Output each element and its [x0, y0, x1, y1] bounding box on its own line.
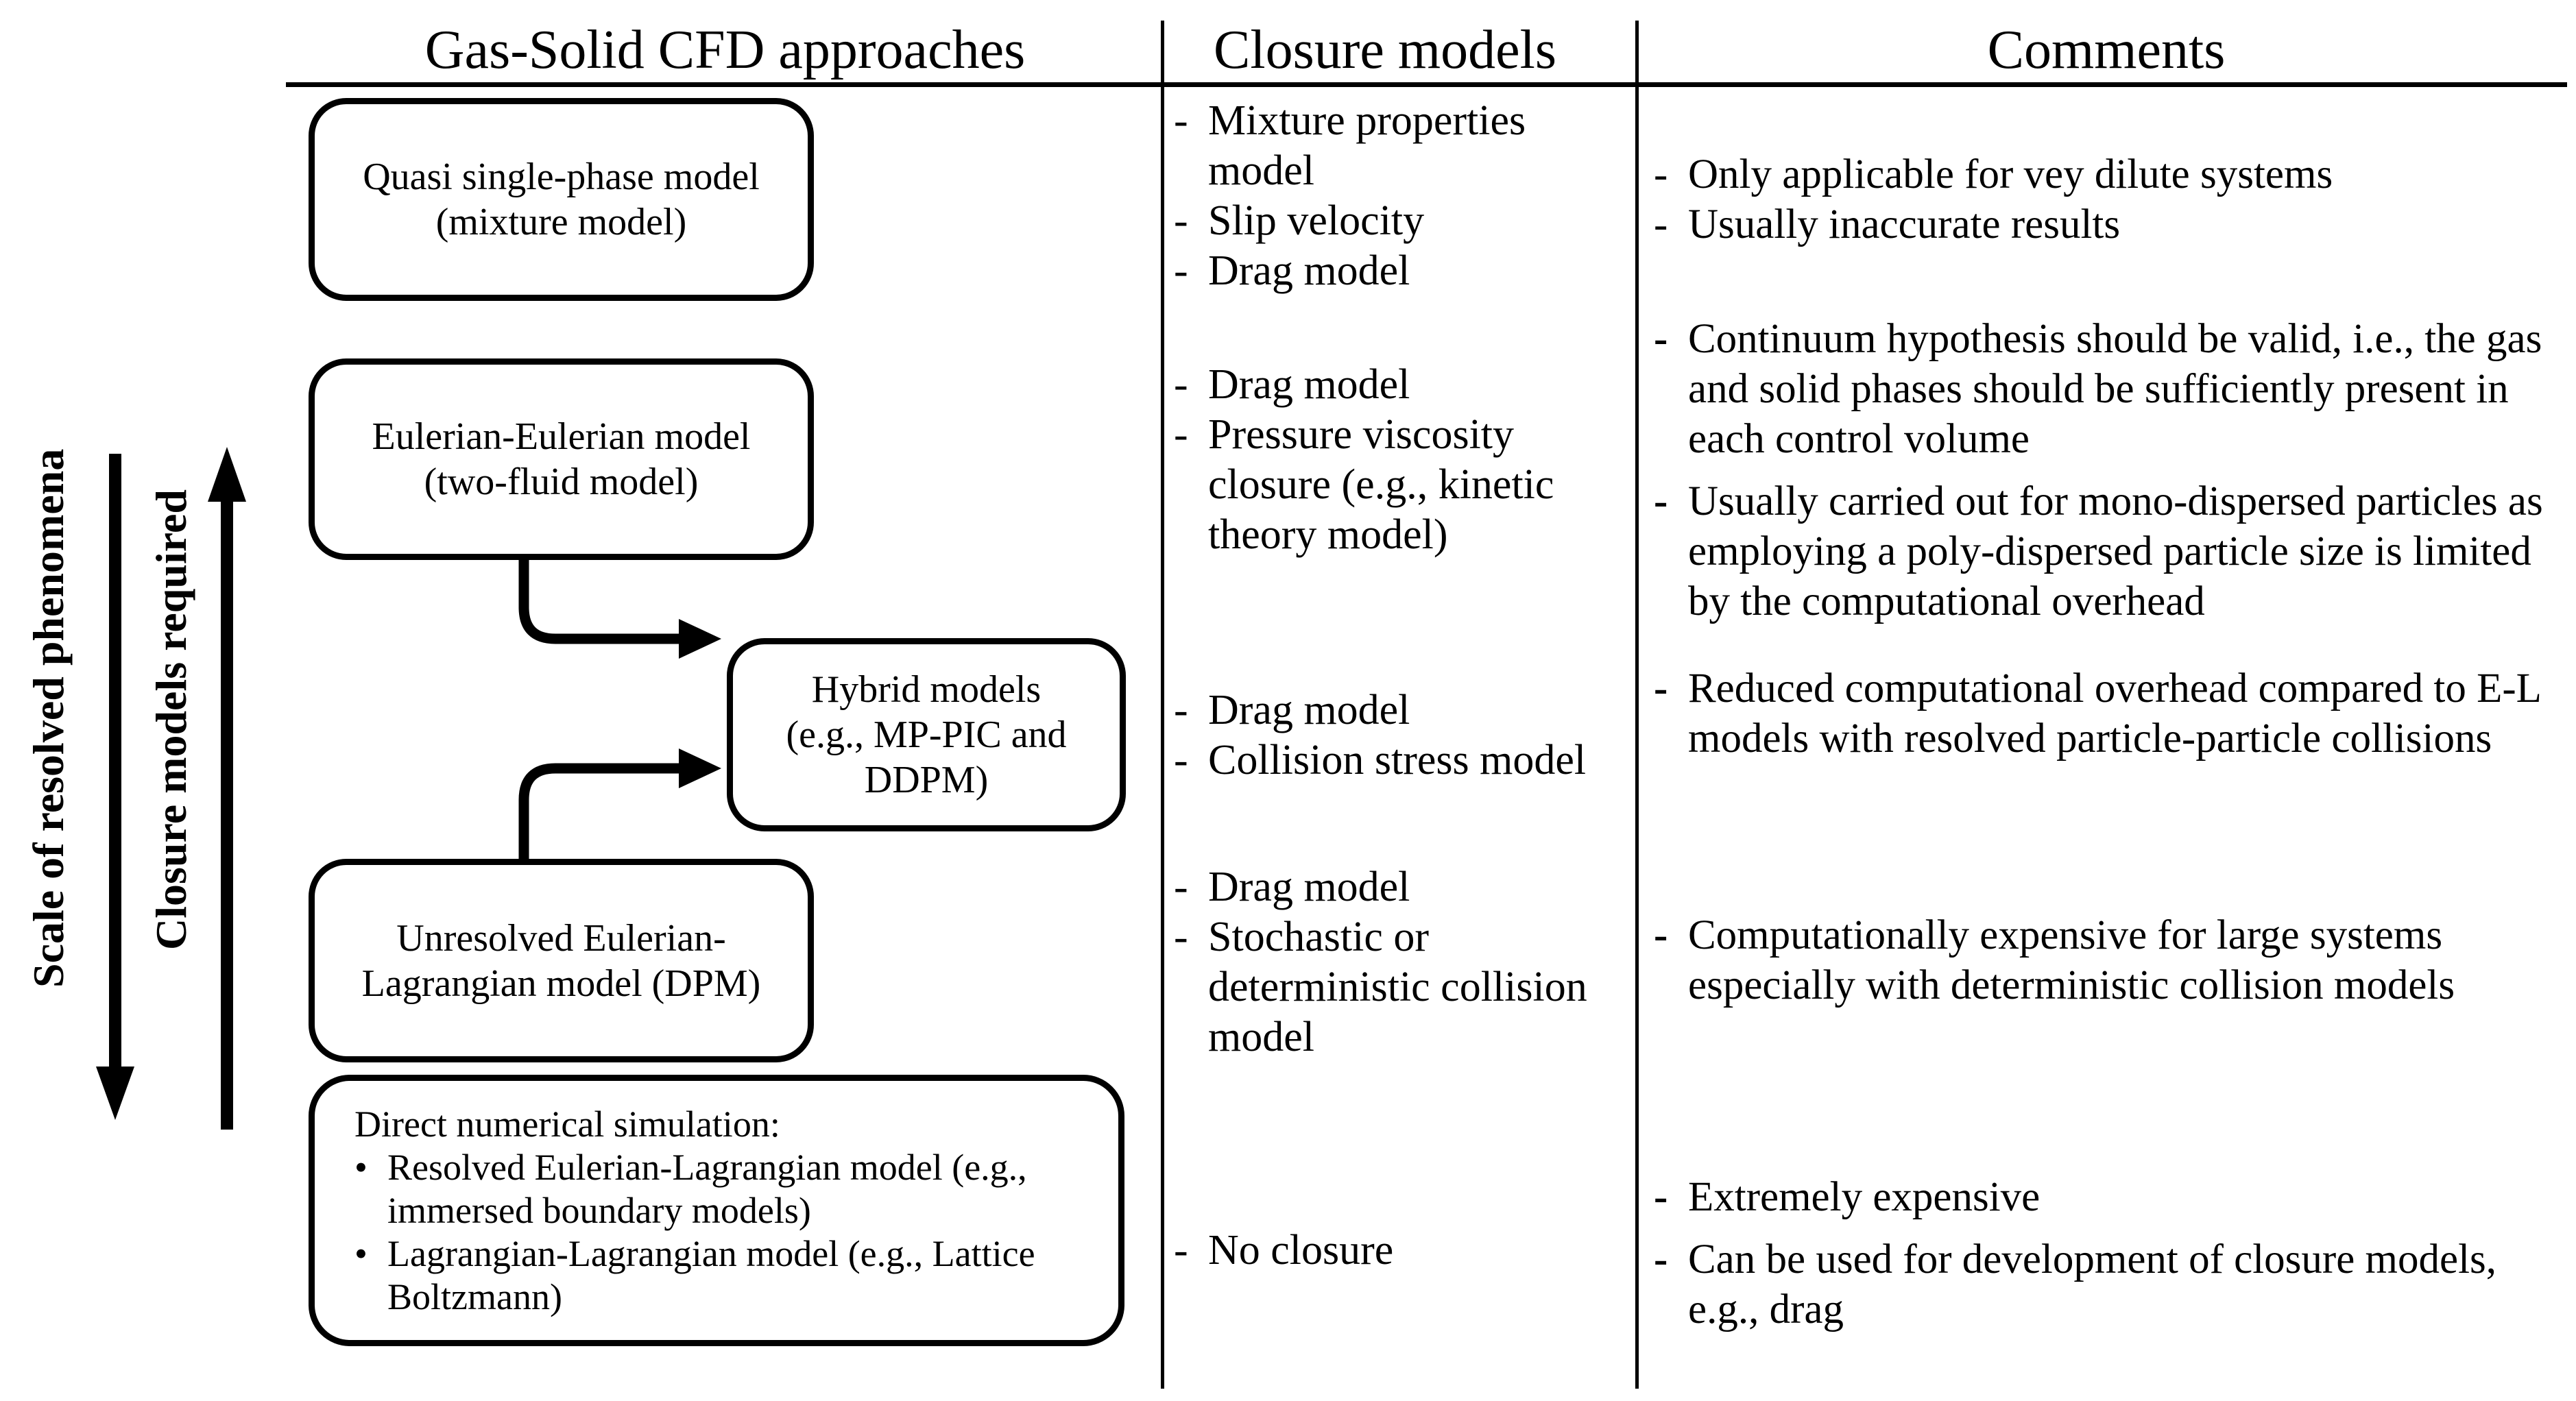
dash-icon: -	[1174, 97, 1188, 144]
list-item: - Continuum hypothesis should be valid, …	[1654, 314, 2567, 464]
list-item: - Mixture properties model	[1174, 96, 1637, 196]
comments-unresolved-group: - Computationally expensive for large sy…	[1654, 910, 2567, 1010]
comment-text: Continuum hypothesis should be valid, i.…	[1688, 316, 2542, 462]
dash-icon: -	[1174, 411, 1188, 458]
dash-icon: -	[1654, 151, 1668, 197]
comments-dns-group: - Extremely expensive - Can be used for …	[1654, 1172, 2567, 1335]
box-line: DDPM)	[864, 759, 989, 801]
closure-increase-arrow-icon	[208, 447, 246, 1130]
comment-text: Usually inaccurate results	[1688, 202, 2121, 247]
comment-text: Computationally expensive for large syst…	[1688, 912, 2455, 1008]
list-item: • Resolved Eulerian-Lagrangian model (e.…	[354, 1146, 1100, 1232]
list-item: - Pressure viscosity closure (e.g., kine…	[1174, 410, 1637, 560]
comment-text: Can be used for development of closure m…	[1688, 1236, 2497, 1332]
closure-item-text: Slip velocity	[1208, 197, 1425, 244]
bullet-icon: •	[354, 1146, 368, 1188]
closure-item-text: Pressure viscosity closure (e.g., kineti…	[1208, 411, 1554, 558]
box-line: (two-fluid model)	[424, 461, 699, 503]
comments-hybrid-group: - Reduced computational overhead compare…	[1654, 663, 2567, 764]
list-item: - Only applicable for vey dilute systems	[1654, 149, 2567, 199]
closure-item-text: Drag model	[1208, 247, 1410, 294]
hybrid-models-box: Hybrid models (e.g., MP-PIC and DDPM)	[727, 638, 1126, 831]
dash-icon: -	[1174, 197, 1188, 244]
list-item: - No closure	[1174, 1226, 1637, 1276]
dash-icon: -	[1174, 914, 1188, 960]
dash-icon: -	[1654, 478, 1668, 524]
dash-icon: -	[1174, 247, 1188, 294]
dash-icon: -	[1654, 202, 1668, 247]
scale-decrease-arrow-icon	[96, 454, 134, 1120]
eulerian-eulerian-model-box: Eulerian-Eulerian model (two-fluid model…	[309, 358, 814, 560]
list-item: - Usually inaccurate results	[1654, 199, 2567, 249]
comment-text: Extremely expensive	[1688, 1174, 2041, 1220]
list-item: • Lagrangian-Lagrangian model (e.g., Lat…	[354, 1232, 1100, 1319]
eulerian-to-hybrid-arrow-icon	[518, 557, 721, 659]
column-divider-2	[1635, 21, 1639, 1389]
dns-bullet-text: Resolved Eulerian-Lagrangian model (e.g.…	[387, 1146, 1027, 1231]
closure-models-quasi-group: - Mixture properties model - Slip veloci…	[1174, 96, 1637, 296]
column-header-closure-models: Closure models	[1214, 20, 1556, 80]
box-line: (mixture model)	[435, 201, 687, 243]
bullet-icon: •	[354, 1232, 368, 1274]
dns-title: Direct numerical simulation:	[354, 1103, 780, 1145]
dash-icon: -	[1174, 687, 1188, 733]
closure-item-text: Stochastic or deterministic collision mo…	[1208, 914, 1587, 1060]
closure-models-hybrid-group: - Drag model - Collision stress model	[1174, 685, 1637, 785]
list-item: - Drag model	[1174, 246, 1637, 296]
closure-item-text: Drag model	[1208, 864, 1410, 910]
closure-models-unresolved-group: - Drag model - Stochastic or determinist…	[1174, 862, 1637, 1062]
dns-bullet-text: Lagrangian-Lagrangian model (e.g., Latti…	[387, 1232, 1035, 1317]
closure-item-text: Collision stress model	[1208, 737, 1587, 783]
comments-quasi-group: - Only applicable for vey dilute systems…	[1654, 149, 2567, 249]
list-item: - Stochastic or deterministic collision …	[1174, 912, 1637, 1062]
box-line: Lagrangian model (DPM)	[361, 962, 761, 1005]
dash-icon: -	[1654, 1236, 1668, 1282]
direct-numerical-simulation-box: Direct numerical simulation: • Resolved …	[309, 1075, 1124, 1346]
dash-icon: -	[1654, 316, 1668, 362]
list-item: - Reduced computational overhead compare…	[1654, 663, 2567, 764]
list-item: - Drag model	[1174, 360, 1637, 410]
dash-icon: -	[1654, 1174, 1668, 1220]
column-header-approaches: Gas-Solid CFD approaches	[424, 20, 1026, 80]
dash-icon: -	[1174, 1227, 1188, 1274]
column-divider-1	[1161, 21, 1164, 1389]
list-item: - Drag model	[1174, 685, 1637, 735]
list-item: - Can be used for development of closure…	[1654, 1234, 2567, 1335]
closure-models-eulerian-group: - Drag model - Pressure viscosity closur…	[1174, 360, 1637, 560]
box-line: Hybrid models	[811, 668, 1042, 711]
box-line: Eulerian-Eulerian model	[372, 415, 751, 458]
dash-icon: -	[1654, 666, 1668, 711]
closure-item-text: Drag model	[1208, 361, 1410, 408]
box-line: Quasi single-phase model	[363, 156, 760, 198]
comments-eulerian-group: - Continuum hypothesis should be valid, …	[1654, 314, 2567, 626]
list-item: - Drag model	[1174, 862, 1637, 912]
list-item: - Computationally expensive for large sy…	[1654, 910, 2567, 1010]
comment-text: Usually carried out for mono-dispersed p…	[1688, 478, 2543, 624]
box-line: (e.g., MP-PIC and	[786, 714, 1067, 756]
comment-text: Reduced computational overhead compared …	[1688, 666, 2540, 762]
closure-item-text: No closure	[1208, 1227, 1394, 1274]
dash-icon: -	[1174, 737, 1188, 783]
closure-item-text: Mixture properties model	[1208, 97, 1526, 194]
list-item: - Collision stress model	[1174, 735, 1637, 785]
comment-text: Only applicable for vey dilute systems	[1688, 151, 2333, 197]
list-item: - Usually carried out for mono-dispersed…	[1654, 476, 2567, 626]
list-item: - Slip velocity	[1174, 196, 1637, 246]
dash-icon: -	[1174, 361, 1188, 408]
dash-icon: -	[1654, 912, 1668, 958]
dpm-to-hybrid-arrow-icon	[518, 748, 721, 859]
column-header-comments: Comments	[1987, 20, 2226, 80]
header-underline	[286, 82, 2567, 87]
closure-models-required-label: Closure models required	[147, 489, 195, 951]
scale-of-resolved-phenomena-label: Scale of resolved phenomena	[24, 448, 73, 988]
box-line: Unresolved Eulerian-	[396, 916, 726, 960]
quasi-single-phase-model-box: Quasi single-phase model (mixture model)	[309, 98, 814, 301]
unresolved-eulerian-lagrangian-model-box: Unresolved Eulerian- Lagrangian model (D…	[309, 859, 814, 1062]
closure-item-text: Drag model	[1208, 687, 1410, 733]
list-item: - Extremely expensive	[1654, 1172, 2567, 1222]
dash-icon: -	[1174, 864, 1188, 910]
closure-models-dns-group: - No closure	[1174, 1226, 1637, 1276]
